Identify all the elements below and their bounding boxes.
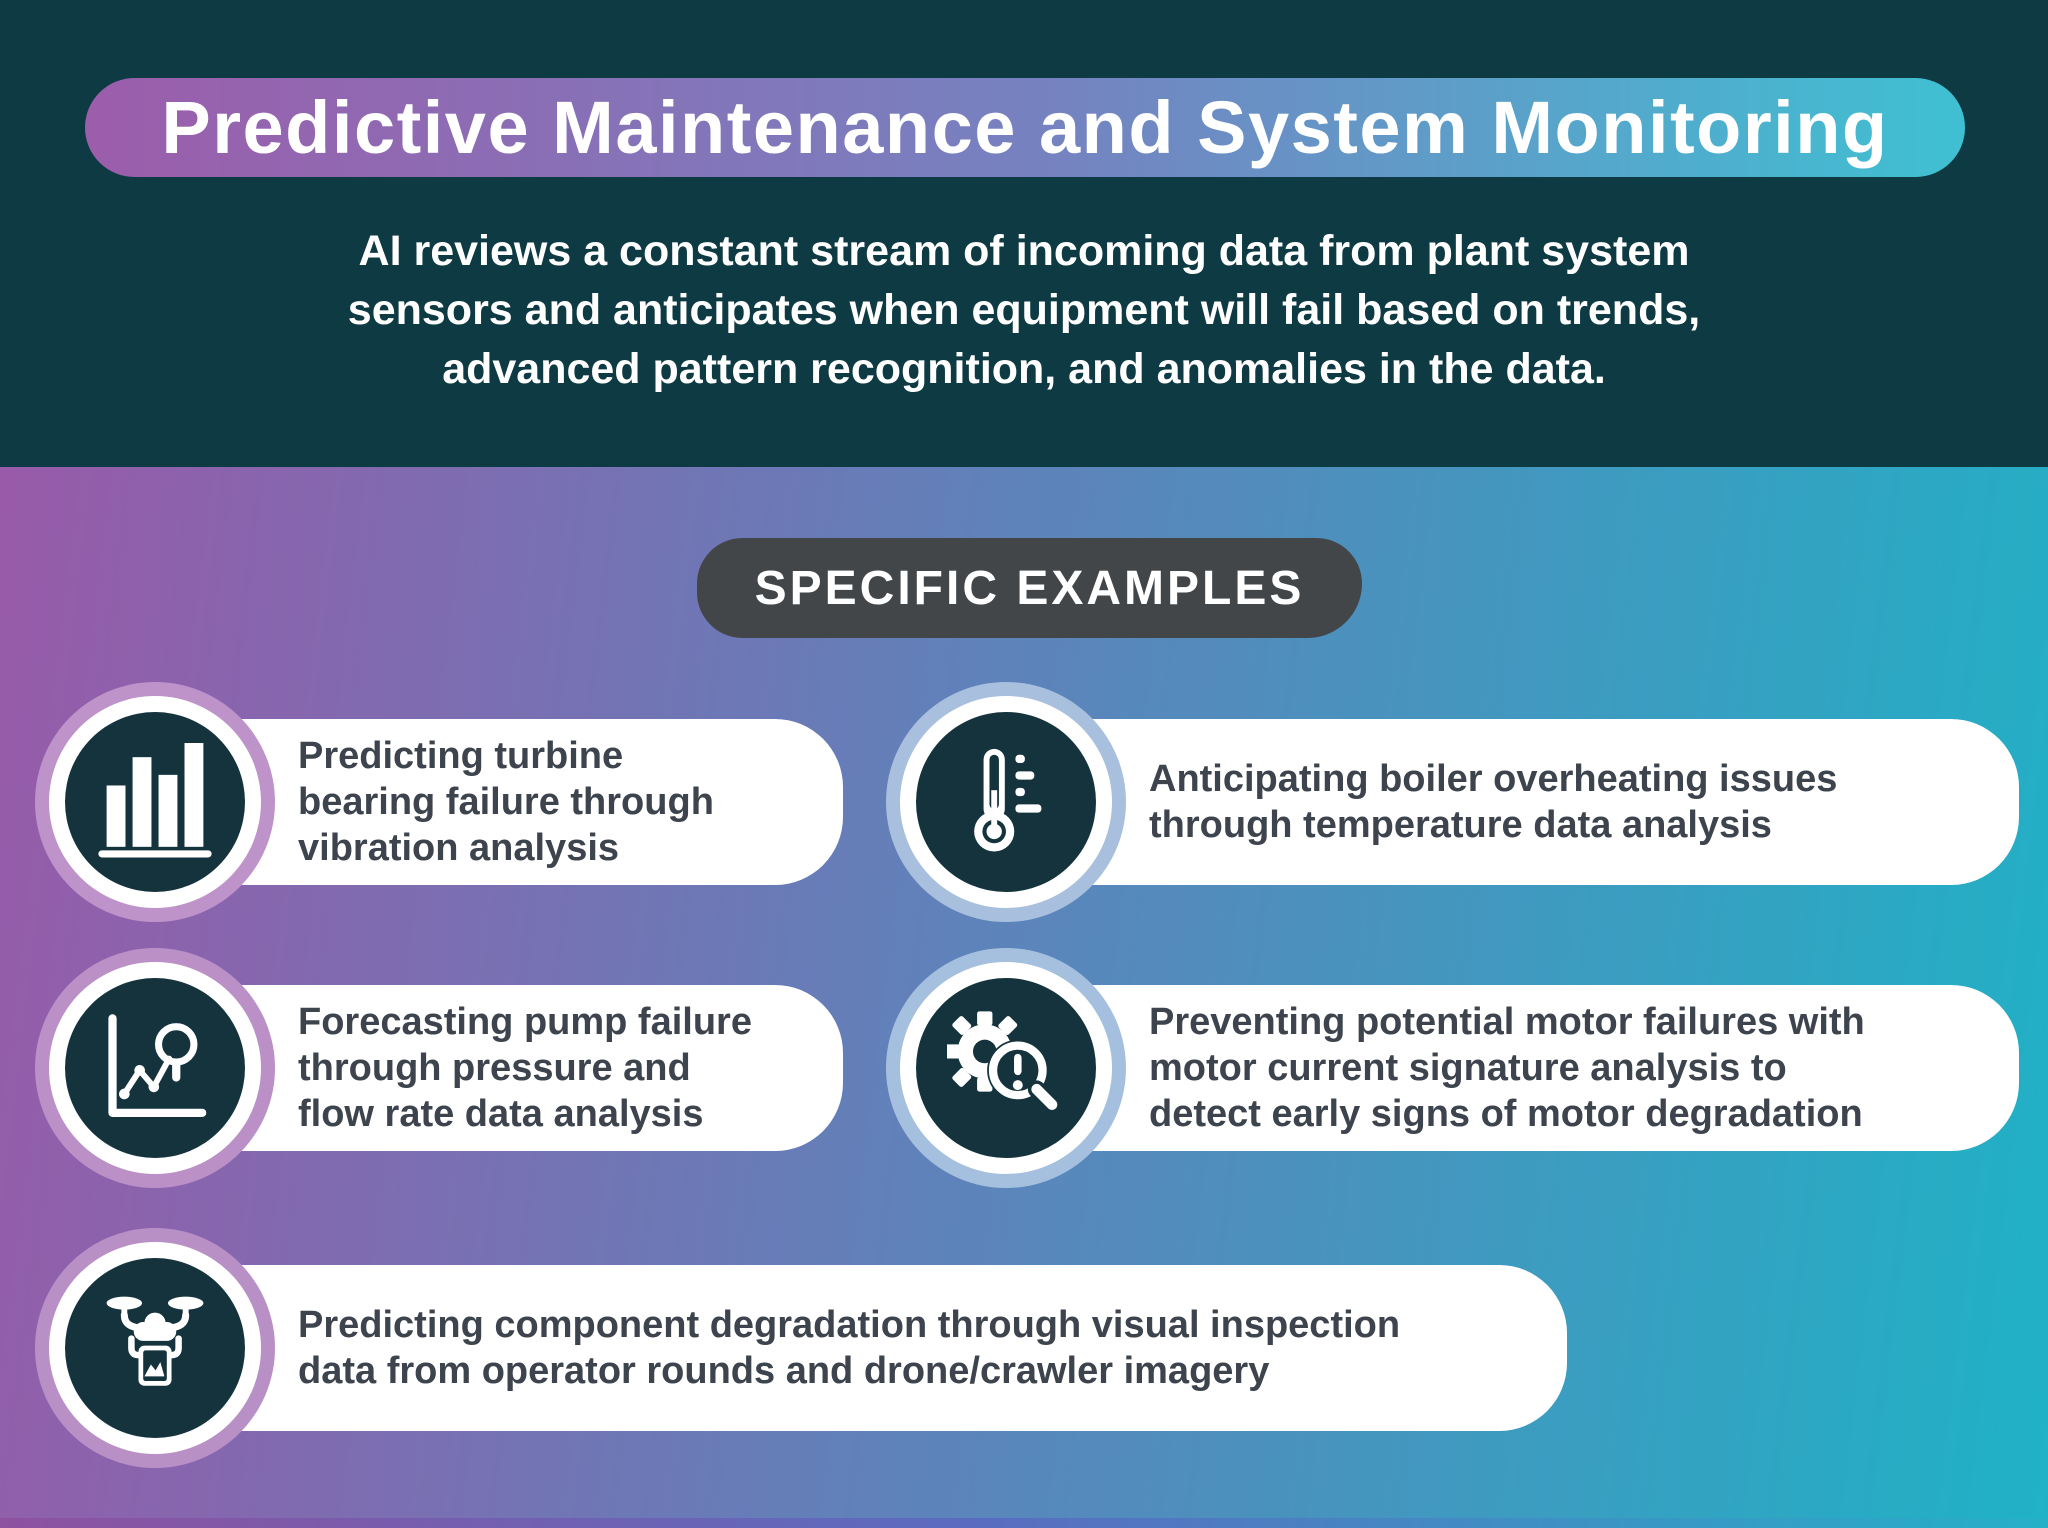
example-card: Predicting component degradation through…: [140, 1265, 1567, 1431]
bar-chart-icon: [98, 743, 212, 858]
example-text: Anticipating boiler overheating issues t…: [1149, 758, 1838, 846]
example-card: Anticipating boiler overheating issues t…: [991, 719, 2019, 885]
example-text: Predicting component degradation through…: [298, 1304, 1401, 1392]
title-banner: Predictive Maintenance and System Monito…: [85, 78, 1965, 177]
example-icon-circle: [886, 682, 1126, 922]
example-icon-circle: [35, 1228, 275, 1468]
footer-strip: [0, 1518, 2048, 1528]
section-badge-label: SPECIFIC EXAMPLES: [754, 561, 1305, 615]
thermometer-icon: [974, 748, 1042, 852]
section-badge: SPECIFIC EXAMPLES: [697, 538, 1362, 638]
example-text: Preventing potential motor failures with…: [1149, 1001, 1865, 1135]
line-chart-magnifier-icon: [108, 1014, 207, 1117]
drone-camera-icon: [106, 1296, 204, 1386]
gear-alert-magnifier-icon: [947, 1011, 1063, 1115]
example-card: Preventing potential motor failures with…: [991, 985, 2019, 1151]
example-icon-circle: [35, 948, 275, 1188]
example-icon-circle: [886, 948, 1126, 1188]
example-text: Forecasting pump failure through pressur…: [298, 1001, 752, 1135]
example-icon-circle: [35, 682, 275, 922]
intro-text: AI reviews a constant stream of incoming…: [347, 227, 1701, 393]
header-section: Predictive Maintenance and System Monito…: [0, 0, 2048, 467]
page-title: Predictive Maintenance and System Monito…: [161, 86, 1889, 169]
example-text: Predicting turbine bearing failure throu…: [298, 735, 714, 869]
